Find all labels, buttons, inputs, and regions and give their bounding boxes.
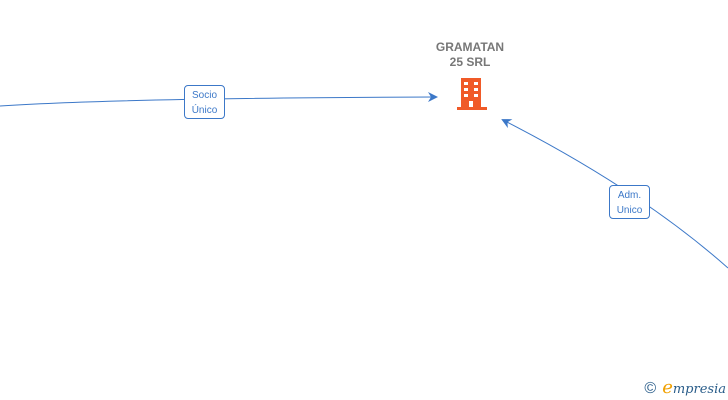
- company-name-line2: 25 SRL: [449, 55, 491, 69]
- relation-label-line2: Unico: [616, 205, 643, 216]
- relation-label-socio-unico[interactable]: Socio Único: [184, 85, 225, 119]
- copyright-icon: ©: [644, 380, 657, 397]
- brand-name: mpresia: [672, 382, 726, 397]
- empresia-watermark[interactable]: © e mpresia: [644, 378, 728, 400]
- building-icon[interactable]: [455, 76, 489, 117]
- relation-label-line2: Único: [191, 105, 218, 116]
- company-name[interactable]: GRAMATAN 25 SRL: [420, 40, 520, 70]
- brand-logo: e mpresia: [662, 379, 726, 399]
- relation-label-line1: Socio: [191, 90, 217, 101]
- relation-label-line1: Adm.: [617, 190, 642, 201]
- relation-label-adm-unico[interactable]: Adm. Unico: [609, 185, 650, 219]
- edge-socio-unico: [0, 92, 438, 107]
- brand-initial: e: [662, 377, 673, 398]
- company-name-line1: GRAMATAN: [435, 40, 505, 54]
